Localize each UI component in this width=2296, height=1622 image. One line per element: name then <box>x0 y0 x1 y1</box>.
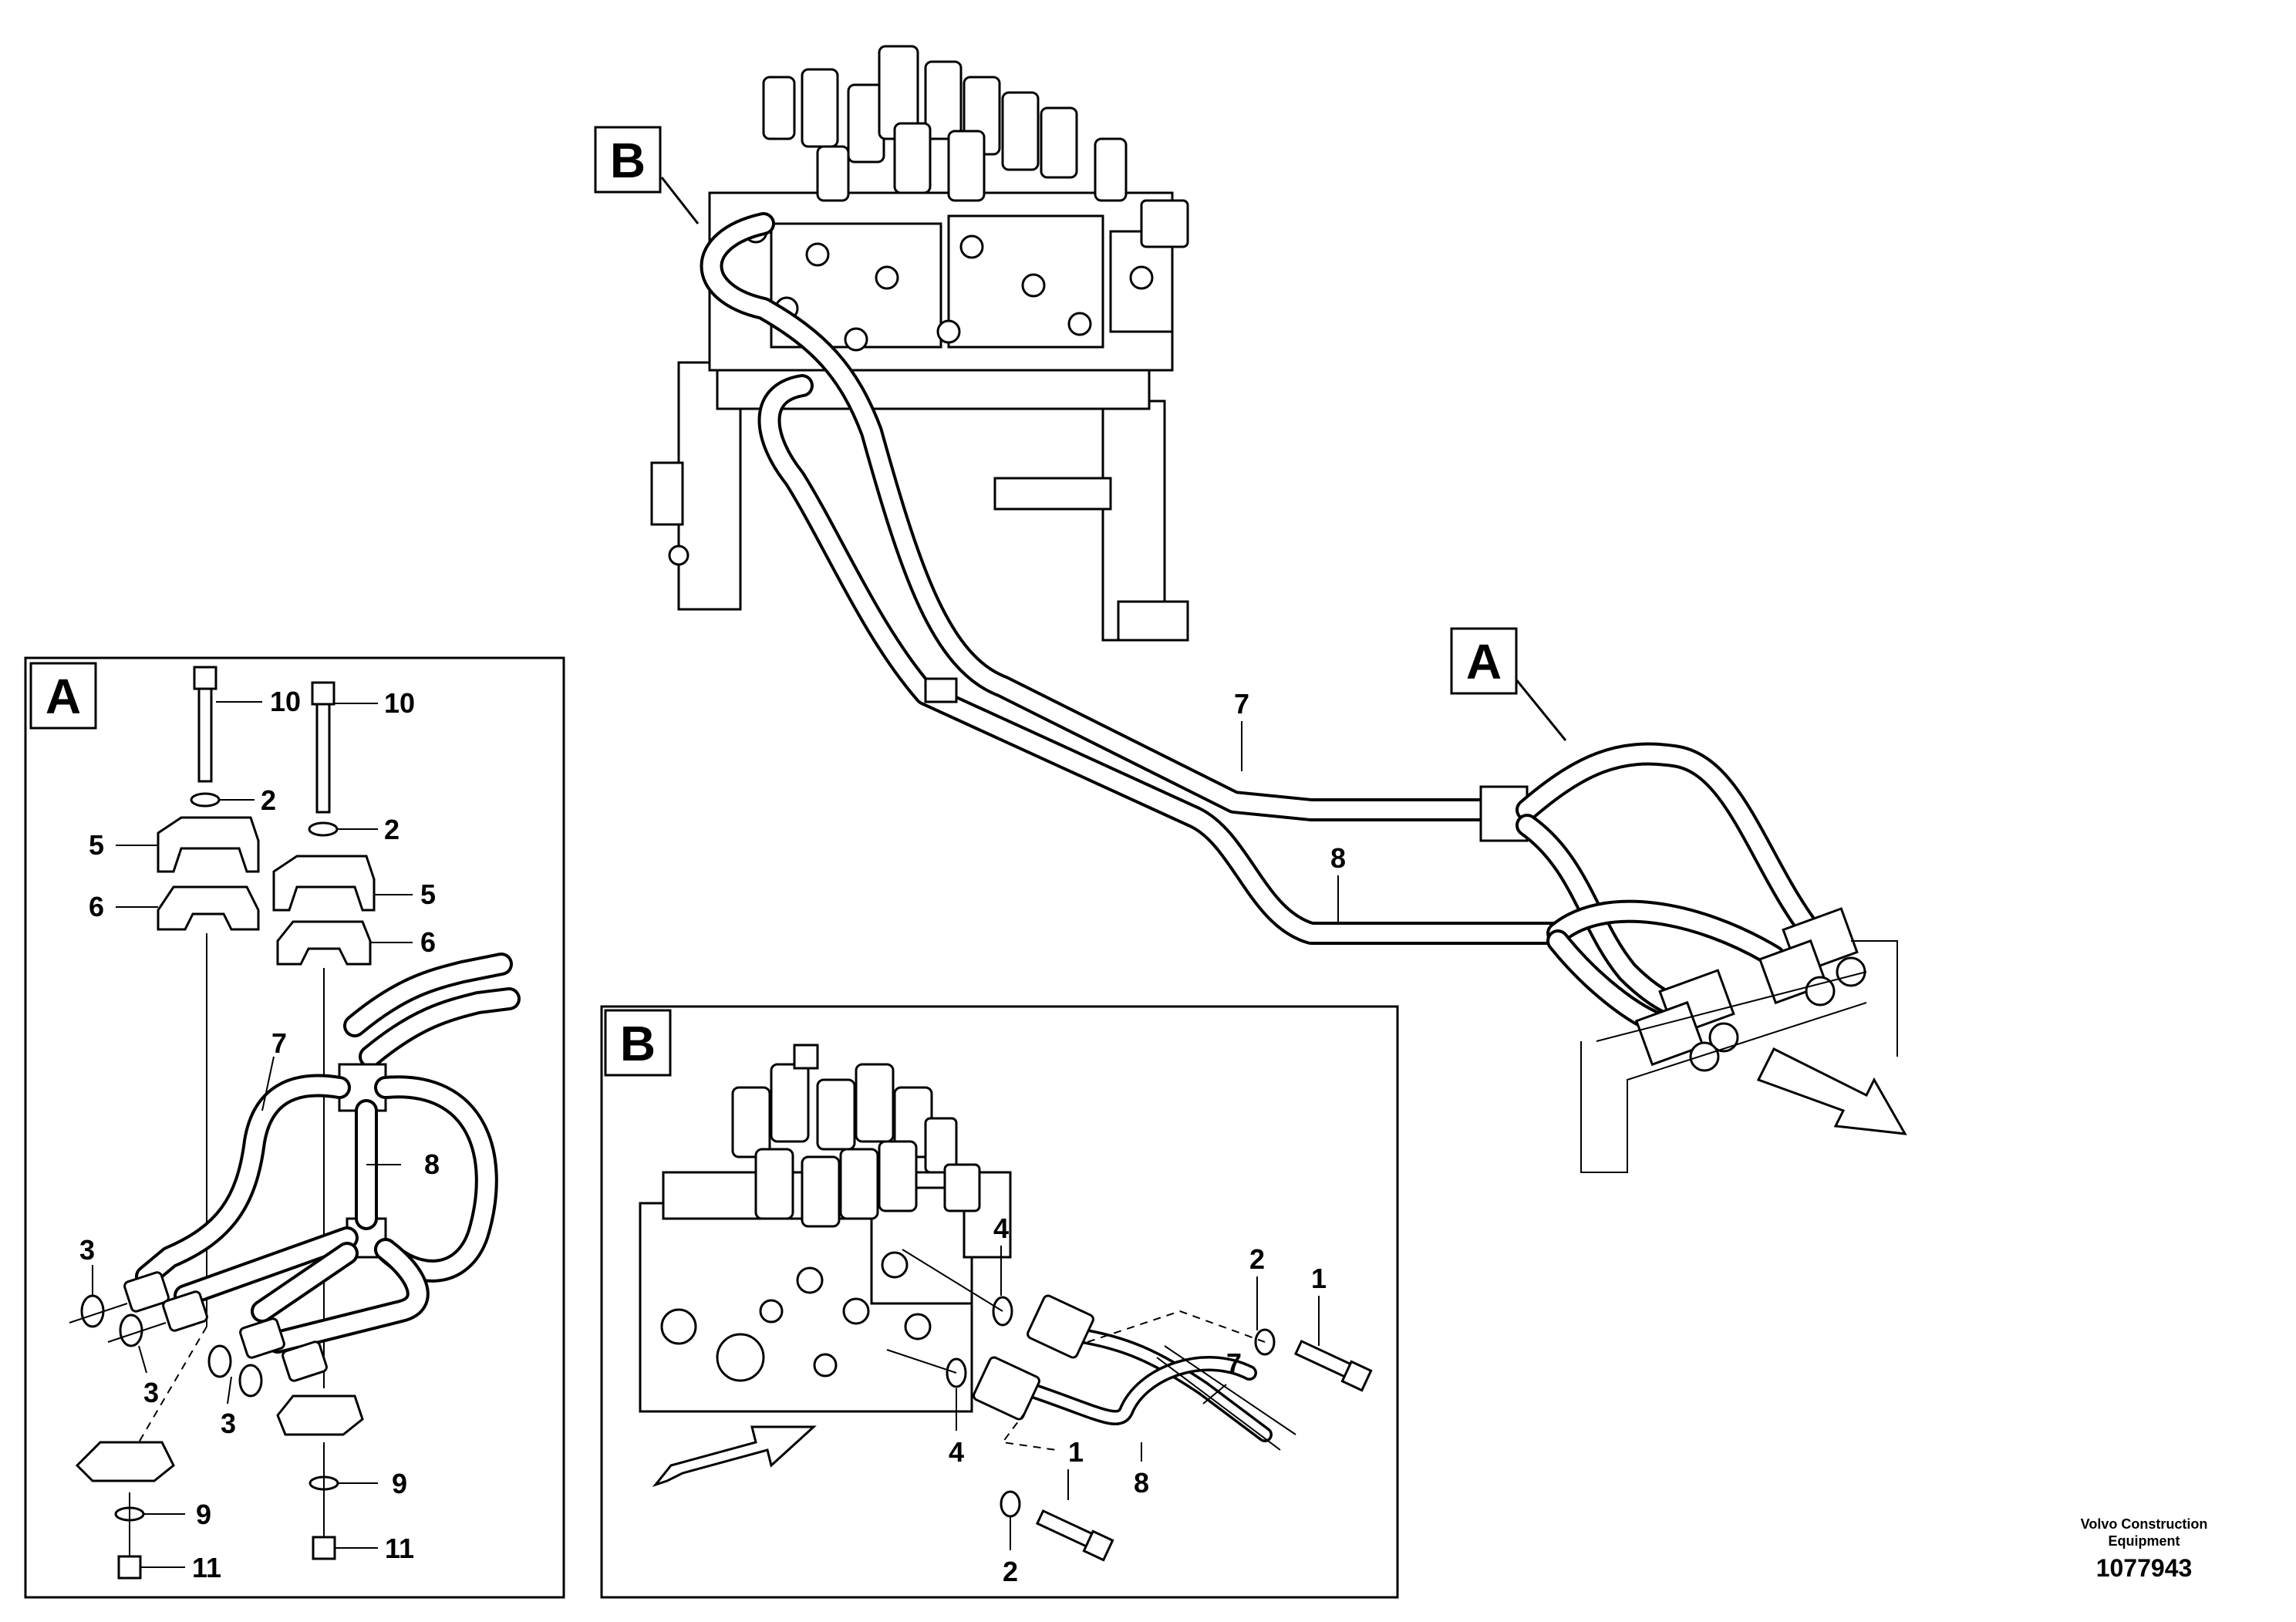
callout-8-detail-b: 8 <box>1134 1467 1149 1499</box>
callout-4-b-upper: 4 <box>993 1212 1009 1244</box>
callout-5-left: 5 <box>89 829 104 861</box>
callout-3-b: 3 <box>143 1377 159 1408</box>
control-valve-main <box>650 45 1189 642</box>
clamp-6-left <box>157 885 260 931</box>
detail-b-frame <box>600 1005 1399 1599</box>
leader-b-main <box>660 177 700 224</box>
callout-11-right: 11 <box>385 1533 414 1564</box>
pipe-8-main <box>757 374 1569 945</box>
callout-9-right: 9 <box>392 1468 407 1499</box>
solenoid-cylinders <box>762 45 1189 248</box>
callout-8-main: 8 <box>1330 842 1346 874</box>
pipe-7-main <box>700 212 1508 821</box>
screw-10-left <box>193 666 217 783</box>
callout-7-detail-b: 7 <box>1226 1347 1242 1379</box>
view-label-b-main: B <box>610 133 646 188</box>
lower-clamp-right <box>276 1394 364 1436</box>
detail-a-label-box <box>29 662 97 730</box>
callout-3-a: 3 <box>79 1234 95 1266</box>
company-line-2: Equipment <box>2108 1533 2180 1549</box>
detail-a-label: A <box>46 669 81 724</box>
callout-10-left: 10 <box>270 686 301 717</box>
nut-11-right <box>312 1536 336 1560</box>
pipe-end-fittings-a <box>123 1271 328 1382</box>
callout-5-right: 5 <box>420 878 436 910</box>
callout-2-b-lower: 2 <box>1003 1556 1018 1587</box>
callout-3-c: 3 <box>221 1408 236 1439</box>
callout-1-b-lower: 1 <box>1068 1436 1084 1468</box>
callout-4-b-lower: 4 <box>949 1436 964 1468</box>
callout-2-right: 2 <box>384 814 400 845</box>
company-line-1: Volvo Construction <box>2080 1516 2208 1532</box>
flange-upper <box>1027 1294 1094 1359</box>
callout-2-left: 2 <box>261 784 276 816</box>
callout-10-right: 10 <box>384 687 415 719</box>
callout-1-b-upper: 1 <box>1311 1263 1327 1294</box>
washer-2-left <box>190 792 221 808</box>
flange-lower <box>973 1356 1040 1421</box>
control-valve-detail-b <box>639 1044 1012 1413</box>
lower-clamp-left <box>75 1441 175 1482</box>
callout-7-main: 7 <box>1234 688 1249 720</box>
detail-a-panel: A <box>24 656 565 1599</box>
detail-a-frame <box>24 656 565 1599</box>
clamp-5-left <box>157 816 260 873</box>
document-number: 1077943 <box>2095 1554 2193 1582</box>
clamp-6-right <box>276 920 372 966</box>
callout-6-right: 6 <box>420 926 436 958</box>
direction-arrow-main <box>1756 1047 1907 1135</box>
bolt-1-lower <box>1035 1509 1114 1562</box>
washer-2-b-lower <box>1000 1490 1021 1518</box>
detail-b-label: B <box>620 1016 656 1071</box>
callout-6-left: 6 <box>89 891 104 922</box>
detail-b-panel: B <box>600 1005 1399 1599</box>
callout-7-detail-a: 7 <box>271 1027 287 1059</box>
nut-11-left <box>117 1555 142 1580</box>
callout-11-left: 11 <box>192 1552 221 1583</box>
branch-assembly-main <box>1479 742 1898 1173</box>
bolt-1-upper <box>1293 1339 1373 1392</box>
callout-2-b-upper: 2 <box>1249 1243 1265 1275</box>
detail-b-label-box <box>604 1009 672 1077</box>
callout-9-left: 9 <box>196 1499 211 1530</box>
screw-10-right <box>311 681 335 814</box>
view-label-a-box <box>1450 627 1518 695</box>
footer-block: Volvo Construction Equipment 1077943 <box>2052 1516 2237 1583</box>
view-label-b-box <box>594 126 662 194</box>
direction-arrow-b <box>652 1425 817 1488</box>
callout-8-detail-a: 8 <box>424 1148 440 1180</box>
view-label-a-main: A <box>1466 634 1502 690</box>
washer-2-right <box>308 821 339 837</box>
pipe-clamp-main <box>924 677 958 703</box>
clamp-5-right <box>272 855 376 912</box>
o-rings-3 <box>80 1294 263 1398</box>
leader-a-main <box>1514 678 1567 741</box>
